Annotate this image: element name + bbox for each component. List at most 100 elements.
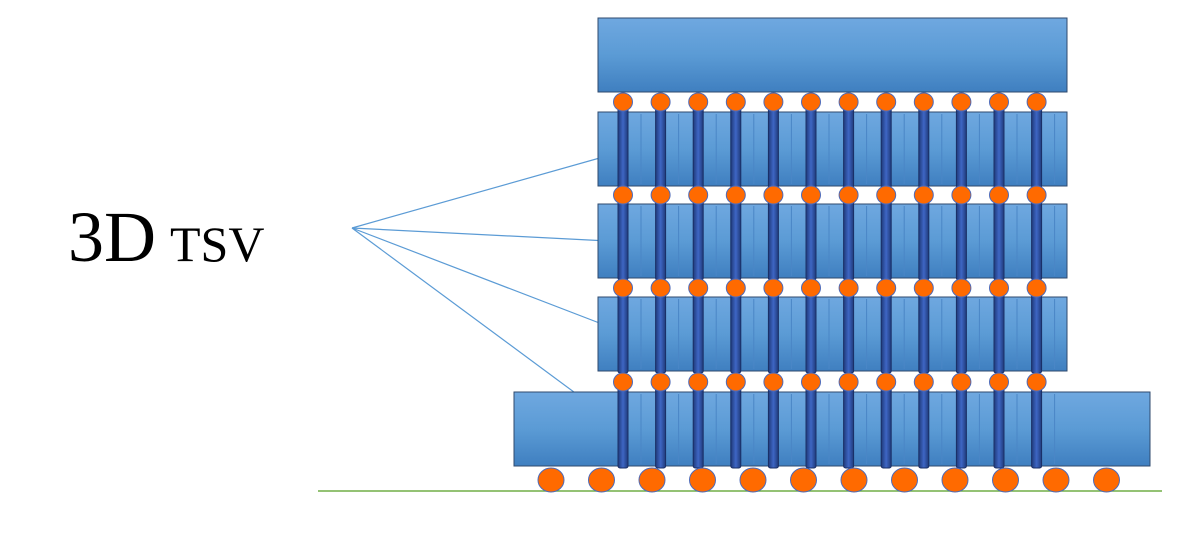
- middle-die-1: [597, 111, 1068, 187]
- tsv-via: [955, 107, 967, 189]
- tsv-via: [805, 107, 817, 189]
- micro-bump: [913, 278, 934, 298]
- leader-lines: [351, 149, 629, 433]
- micro-bump: [688, 278, 709, 298]
- tsv-via: [692, 199, 704, 281]
- tsv-via: [993, 199, 1005, 281]
- micro-bump: [876, 372, 897, 392]
- tsv-via: [730, 199, 742, 281]
- middle-die-3: [597, 296, 1068, 372]
- micro-bump: [801, 185, 821, 205]
- tsv-via: [918, 387, 930, 469]
- substrate-bump: [638, 467, 666, 493]
- micro-bump: [838, 185, 859, 205]
- tsv-via: [918, 199, 930, 281]
- micro-bump: [876, 185, 897, 205]
- label-main: 3D: [68, 197, 156, 277]
- tsv-via: [730, 387, 742, 469]
- micro-bump: [989, 185, 1009, 205]
- micro-bump: [989, 92, 1009, 112]
- micro-bump: [913, 185, 934, 205]
- tsv-via: [767, 292, 779, 374]
- tsv-via: [730, 107, 742, 189]
- tsv-via: [955, 199, 967, 281]
- middle-die-2: [597, 203, 1068, 279]
- micro-bumps: [537, 92, 1120, 493]
- tsv-via: [1031, 387, 1043, 469]
- tsv-via: [880, 199, 892, 281]
- micro-bump: [1026, 185, 1047, 205]
- tsv-via: [692, 292, 704, 374]
- tsv-via: [918, 292, 930, 374]
- substrate-bump: [891, 467, 918, 493]
- tsv-via: [617, 292, 629, 374]
- micro-bump: [838, 92, 859, 112]
- micro-bump: [1026, 278, 1047, 298]
- leader-line-1: [351, 149, 629, 229]
- tsv-via: [730, 292, 742, 374]
- tsv-via: [655, 387, 667, 469]
- micro-bump: [613, 185, 633, 205]
- micro-bump: [725, 278, 746, 298]
- substrate-bump: [739, 467, 767, 493]
- micro-bump: [613, 92, 633, 112]
- micro-bump: [650, 92, 671, 112]
- substrate-bump: [790, 467, 817, 493]
- micro-bump: [763, 185, 784, 205]
- micro-bump: [951, 278, 972, 298]
- tsv-via: [880, 387, 892, 469]
- tsv-via: [955, 292, 967, 374]
- tsv-via: [843, 387, 855, 469]
- micro-bump: [613, 278, 633, 298]
- micro-bump: [913, 372, 934, 392]
- tsv-via: [805, 199, 817, 281]
- micro-bump: [951, 185, 972, 205]
- tsv-via: [692, 107, 704, 189]
- micro-bump: [989, 372, 1009, 392]
- micro-bump: [876, 278, 897, 298]
- micro-bump: [688, 372, 709, 392]
- micro-bump: [763, 92, 784, 112]
- substrate-bump: [1093, 467, 1120, 493]
- die-bodies: [513, 17, 1151, 467]
- tsv-via: [880, 107, 892, 189]
- micro-bump: [1026, 372, 1047, 392]
- micro-bump: [725, 92, 746, 112]
- micro-bump: [725, 372, 746, 392]
- micro-bump: [951, 92, 972, 112]
- substrate-bump: [537, 467, 565, 493]
- substrate-bump: [992, 467, 1019, 493]
- tsv-via: [993, 107, 1005, 189]
- tsv-via: [843, 199, 855, 281]
- micro-bump: [989, 278, 1009, 298]
- micro-bump: [688, 92, 709, 112]
- tsv-via: [655, 199, 667, 281]
- tsv-via: [1031, 199, 1043, 281]
- micro-bump: [838, 278, 859, 298]
- micro-bump: [763, 372, 784, 392]
- micro-bump: [801, 372, 821, 392]
- tsv-via: [655, 107, 667, 189]
- tsv-via: [617, 199, 629, 281]
- micro-bump: [1026, 92, 1047, 112]
- substrate-bump: [941, 467, 969, 493]
- micro-bump: [763, 278, 784, 298]
- tsv-via: [993, 292, 1005, 374]
- substrate-bump: [689, 467, 716, 493]
- tsv-via: [617, 107, 629, 189]
- tsv-via: [1031, 292, 1043, 374]
- substrate-bump: [588, 467, 615, 493]
- tsv-via: [843, 107, 855, 189]
- tsv-via: [617, 387, 629, 469]
- micro-bump: [951, 372, 972, 392]
- tsv-via: [767, 387, 779, 469]
- leader-line-3: [351, 227, 629, 335]
- micro-bump: [650, 372, 671, 392]
- micro-bump: [801, 92, 821, 112]
- micro-bump: [838, 372, 859, 392]
- tsv-via: [993, 387, 1005, 469]
- tsv-via: [805, 387, 817, 469]
- micro-bump: [725, 185, 746, 205]
- tsv-via: [918, 107, 930, 189]
